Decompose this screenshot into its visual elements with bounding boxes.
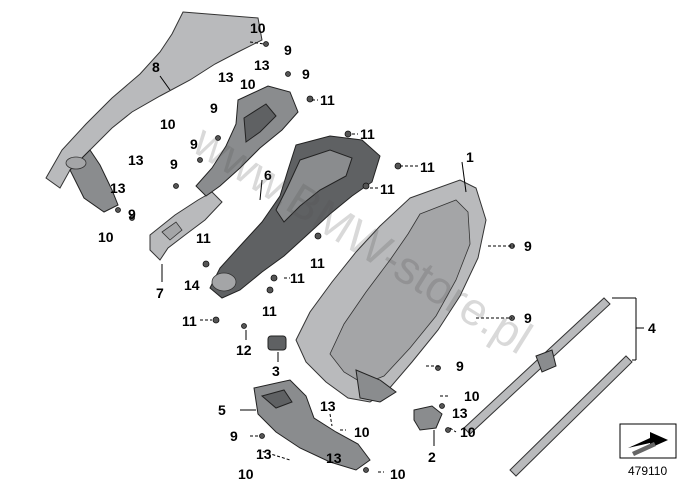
part-upper-bracket xyxy=(195,85,299,197)
callout-11b: 11 xyxy=(360,126,375,142)
part-2-clip xyxy=(413,405,443,431)
callout-10e: 10 xyxy=(464,388,480,404)
callout-labels: 1 2 3 4 5 6 7 8 9 9 9 9 9 9 9 9 9 9 10 1… xyxy=(98,20,656,482)
callout-10c: 10 xyxy=(160,116,176,132)
callout-10h: 10 xyxy=(238,466,254,482)
callout-5: 5 xyxy=(218,402,226,418)
callout-9g: 9 xyxy=(524,238,532,254)
callout-10d: 10 xyxy=(98,229,114,245)
callout-13h: 13 xyxy=(256,446,272,462)
callout-12: 12 xyxy=(236,342,252,358)
callout-10b: 10 xyxy=(240,76,256,92)
callout-8: 8 xyxy=(152,59,160,75)
callout-9a: 9 xyxy=(284,42,292,58)
callout-13d: 13 xyxy=(110,180,126,196)
callout-13f: 13 xyxy=(320,398,336,414)
arrow-box-icon xyxy=(619,423,677,459)
callout-9d: 9 xyxy=(190,136,198,152)
part-3-rubber-pad xyxy=(267,335,287,351)
callout-3: 3 xyxy=(272,363,280,379)
callout-10i: 10 xyxy=(390,466,406,482)
callout-11i: 11 xyxy=(182,313,197,329)
callout-9h: 9 xyxy=(524,310,532,326)
callout-11g: 11 xyxy=(290,270,305,286)
catalog-number: 479110 xyxy=(628,464,667,478)
callout-13g: 13 xyxy=(326,450,342,466)
callout-9j: 9 xyxy=(230,428,238,444)
callout-13e: 13 xyxy=(452,405,468,421)
callout-9i: 9 xyxy=(456,358,464,374)
callout-11f: 11 xyxy=(310,255,325,271)
callout-10g: 10 xyxy=(354,424,370,440)
callout-7: 7 xyxy=(156,285,164,301)
leader-lines xyxy=(159,41,644,473)
part-6-frame xyxy=(209,135,381,299)
callout-10a: 10 xyxy=(250,20,266,36)
part-8-side-cover xyxy=(45,11,263,213)
callout-11c: 11 xyxy=(420,159,435,175)
callout-11e: 11 xyxy=(196,230,211,246)
callout-13b: 13 xyxy=(254,57,270,73)
callout-11d: 11 xyxy=(380,181,395,197)
callout-13c: 13 xyxy=(128,152,144,168)
part-5-lower-trim xyxy=(253,379,371,471)
callout-11a: 11 xyxy=(320,92,335,108)
callout-4: 4 xyxy=(648,320,656,336)
callout-9b: 9 xyxy=(302,66,310,82)
callout-9f: 9 xyxy=(128,206,136,222)
callout-2: 2 xyxy=(428,449,436,465)
callout-6: 6 xyxy=(264,167,272,183)
callout-10f: 10 xyxy=(460,424,476,440)
part-1-storage-compartment xyxy=(295,179,487,403)
callout-1: 1 xyxy=(466,149,474,165)
part-7-bracket xyxy=(149,191,223,261)
part-4-seal-strips xyxy=(463,297,633,477)
callout-14: 14 xyxy=(184,277,200,293)
fasteners xyxy=(115,41,515,473)
callout-13a: 13 xyxy=(218,69,234,85)
callout-9e: 9 xyxy=(170,156,178,172)
callout-11h: 11 xyxy=(262,303,277,319)
callout-9c: 9 xyxy=(210,100,218,116)
